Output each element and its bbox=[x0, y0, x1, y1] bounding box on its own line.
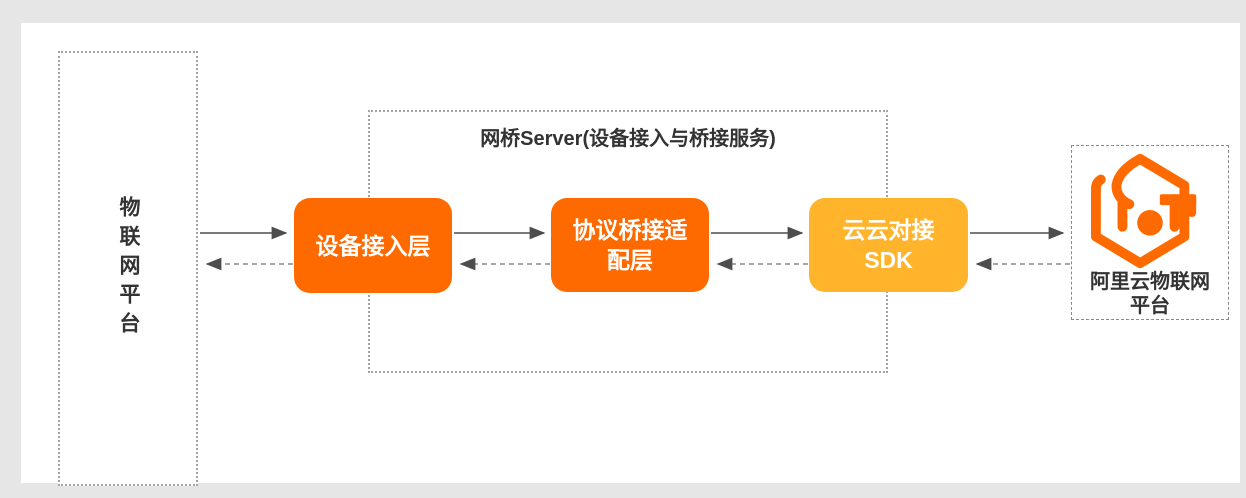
bridge-server-title: 网桥Server(设备接入与桥接服务) bbox=[480, 128, 776, 150]
node-protocol-bridge-layer: 协议桥接适 配层 bbox=[551, 198, 709, 292]
node-device-access-layer: 设备接入层 bbox=[294, 198, 452, 293]
aliyun-iot-platform-label: 阿里云物联网 平台 bbox=[1090, 271, 1210, 317]
iot-platform-box: 物联网平台 bbox=[58, 51, 198, 486]
aliyun-iot-logo-icon bbox=[1091, 154, 1197, 269]
node-cloud-cloud-sdk: 云云对接 SDK bbox=[809, 198, 968, 292]
diagram-panel: 物联网平台 网桥Server(设备接入与桥接服务) 设备接入层 协议桥接适 配层… bbox=[21, 23, 1240, 486]
iot-platform-label: 物联网平台 bbox=[117, 196, 140, 341]
aliyun-iot-platform-box: 阿里云物联网 平台 bbox=[1071, 145, 1229, 320]
